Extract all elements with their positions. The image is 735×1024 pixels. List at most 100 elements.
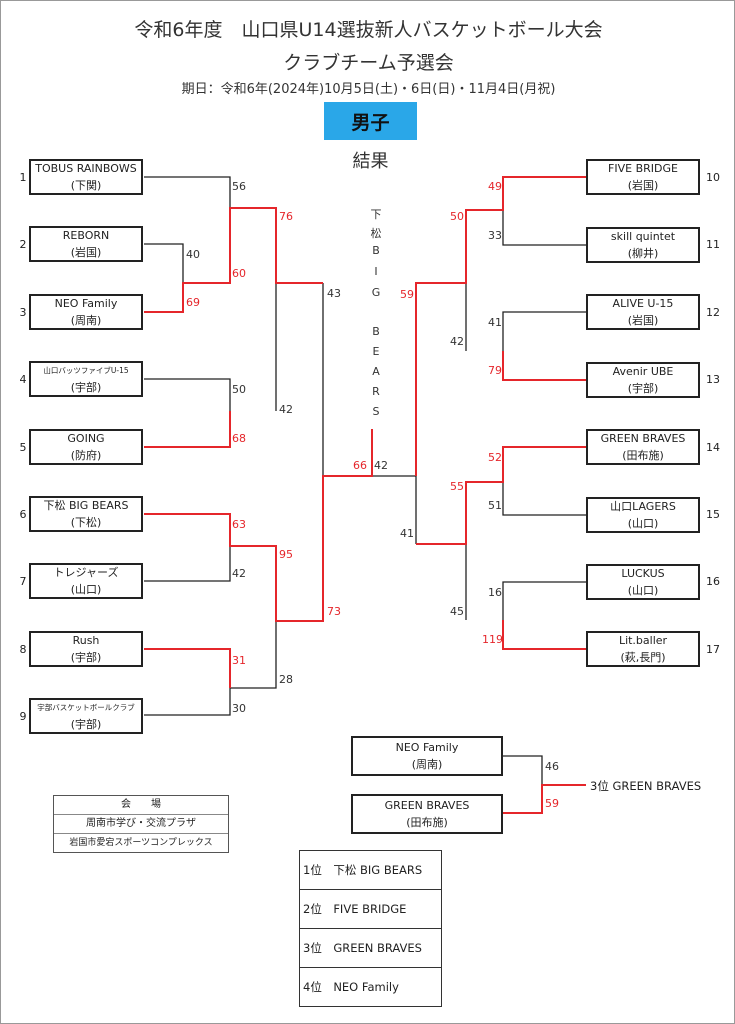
champion-char: 松 [370, 227, 382, 240]
seed-number: 14 [706, 441, 720, 454]
bracket-win-line [144, 411, 231, 448]
bracket-line [144, 243, 184, 283]
seed-number: 11 [706, 238, 720, 251]
bracket-win-line [144, 207, 323, 313]
team-city: (周南) [70, 314, 102, 327]
seed-number: 10 [706, 171, 720, 184]
bracket-line [144, 688, 231, 716]
score: 95 [279, 548, 293, 561]
gender-badge: 男子 [324, 102, 417, 140]
score: 51 [488, 499, 502, 512]
team-box: Lit.baller(萩,長門) [586, 631, 700, 667]
tournament-subtitle: クラブチーム予選会 [283, 52, 454, 74]
team-box: TOBUS RAINBOWS(下関) [29, 159, 143, 195]
team-city: (柳井) [627, 247, 659, 260]
seed-number: 9 [19, 710, 27, 723]
champion-char: A [372, 365, 380, 378]
team-city: (防府) [70, 449, 102, 462]
team-city: (周南) [411, 758, 443, 771]
team-city: (田布施) [406, 816, 448, 829]
bracket-win-line [144, 648, 231, 688]
team-city: (山口) [627, 584, 659, 597]
team-box: 山口バッツファイブU-15 (宇部) [29, 361, 143, 397]
seed-number: 2 [19, 238, 27, 251]
score: 30 [232, 702, 246, 715]
score: 79 [488, 364, 502, 377]
venue-header: 会 場 [54, 796, 228, 815]
seed-number: 5 [19, 441, 27, 454]
ranking-row: 4位 NEO Family [303, 980, 399, 994]
team-name: Avenir UBE [612, 365, 674, 378]
team-name: 山口バッツファイブU-15 [43, 366, 129, 375]
seed-number: 7 [19, 575, 27, 588]
bracket-win-line [144, 429, 373, 622]
team-box: 山口LAGERS (山口) [586, 497, 700, 533]
seed-number: 17 [706, 643, 720, 656]
team-box: Rush (宇部) [29, 631, 143, 667]
bracket-win-line [415, 176, 586, 476]
seed-number: 3 [19, 306, 27, 319]
seed-number: 1 [19, 171, 27, 184]
final-score-left: 66 [353, 459, 367, 472]
tournament-dates: 期日：令和6年(2024年)10月5日(土)・6日(日)・11月4日(月祝) [181, 82, 556, 97]
team-city: (田布施) [622, 449, 664, 462]
team-name: Rush [72, 634, 100, 647]
team-name: 宇部バスケットボールクラブ [37, 703, 135, 712]
team-name: NEO Family [395, 741, 459, 754]
team-city: (山口) [70, 583, 102, 596]
score: 119 [482, 633, 503, 646]
team-name: GOING [67, 432, 105, 445]
team-box: GREEN BRAVES(田布施) [351, 794, 503, 834]
bracket-win-line [503, 784, 586, 814]
tournament-title: 令和6年度 山口県U14選抜新人バスケットボール大会 [134, 19, 603, 41]
seed-number: 4 [19, 373, 27, 386]
bracket-line [502, 581, 586, 620]
score: 52 [488, 451, 502, 464]
ranking-row: 1位 下松 BIG BEARS [300, 851, 441, 890]
team-box: GREEN BRAVES(田布施) [586, 429, 700, 465]
score: 63 [232, 518, 246, 531]
ranking-row: 2位 FIVE BRIDGE [300, 890, 441, 929]
team-name: LUCKUS [621, 567, 665, 580]
team-city: (山口) [627, 517, 659, 530]
score: 50 [450, 210, 464, 223]
third-place-result: 3位 GREEN BRAVES [590, 779, 702, 793]
team-box: NEO Family (周南) [351, 736, 503, 776]
score: 41 [488, 316, 502, 329]
team-city: (岩国) [627, 179, 659, 192]
team-box: NEO Family(周南) [29, 294, 143, 330]
score: 55 [450, 480, 464, 493]
team-box: GOING (防府) [29, 429, 143, 465]
team-city: (萩,長門) [620, 651, 666, 664]
team-box: 宇部バスケットボールクラブ(宇部) [29, 698, 143, 734]
champion-char: B [372, 325, 380, 338]
bracket-line [502, 482, 586, 516]
seed-number: 15 [706, 508, 720, 521]
team-name: FIVE BRIDGE [608, 162, 678, 175]
seed-number: 12 [706, 306, 720, 319]
score: 16 [488, 586, 502, 599]
team-box: ALIVE U-15(岩国) [586, 294, 700, 330]
score: 45 [450, 605, 464, 618]
seed-number: 16 [706, 575, 720, 588]
score: 42 [279, 403, 293, 416]
final-score-right: 42 [374, 459, 388, 472]
team-city: (岩国) [627, 314, 659, 327]
bracket-win-line [416, 446, 586, 545]
seed-number: 6 [19, 508, 27, 521]
bracket-line [230, 621, 277, 689]
score: 56 [232, 180, 246, 193]
bracket-line [502, 311, 586, 351]
score: 76 [279, 210, 293, 223]
team-box: FIVE BRIDGE (岩国) [586, 159, 700, 195]
team-city: (宇部) [70, 381, 102, 394]
score: 42 [450, 335, 464, 348]
team-box: REBORN(岩国) [29, 226, 143, 262]
team-city: (宇部) [70, 651, 102, 664]
team-name: 下松 BIG BEARS [43, 499, 129, 512]
score: 59 [400, 288, 414, 301]
team-name: 山口LAGERS [610, 500, 676, 513]
score: 49 [488, 180, 502, 193]
